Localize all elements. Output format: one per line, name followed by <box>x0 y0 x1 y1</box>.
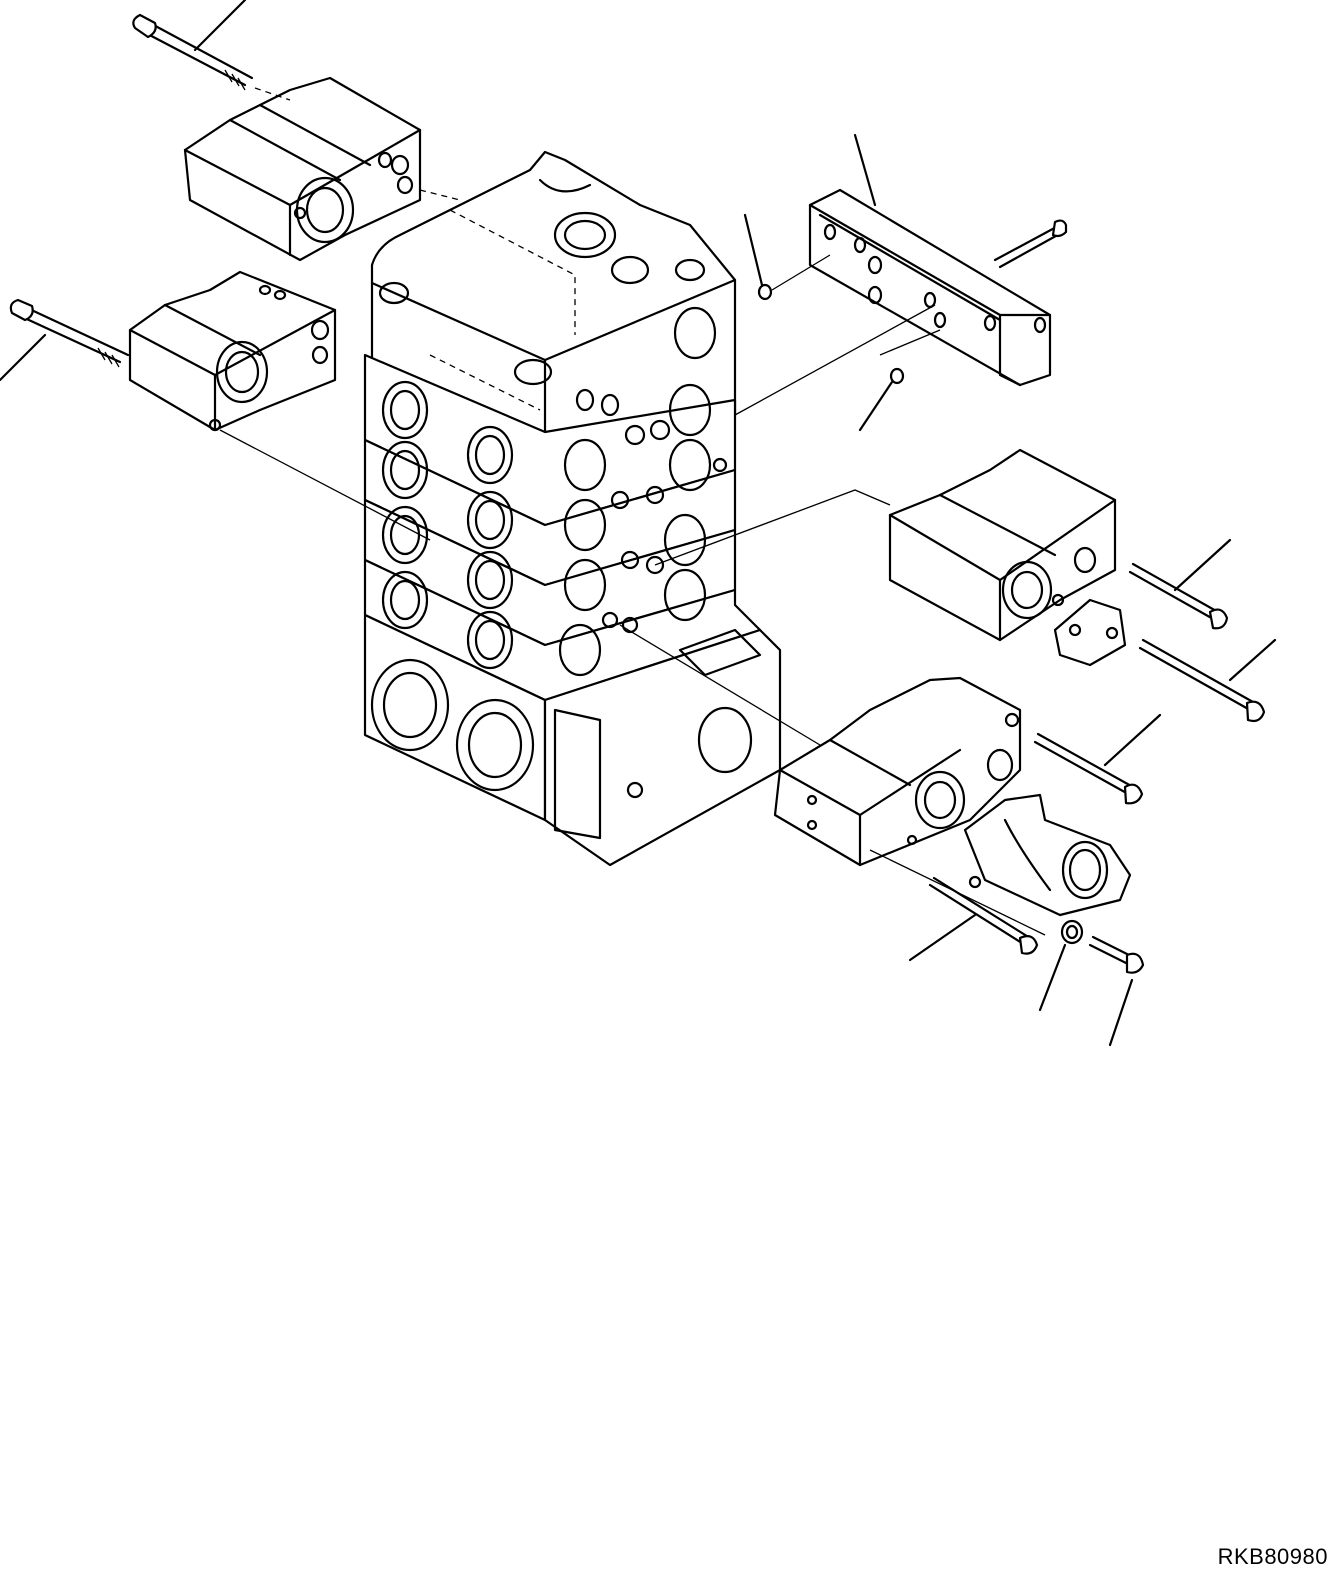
o-ring-upper <box>743 213 831 301</box>
o-ring-lower <box>858 329 941 432</box>
assembly-line-cover-plate <box>734 304 936 416</box>
bolt-lower-center <box>928 876 1039 955</box>
bolt-left <box>9 298 130 368</box>
spool-cap-lower-right <box>773 676 1022 867</box>
spool-cap-right <box>888 448 1117 642</box>
assembly-line-solenoid <box>869 849 1046 936</box>
spool-cap-left <box>128 270 337 432</box>
leader-line-lower-center-bolt <box>908 913 977 962</box>
solenoid-valve <box>963 793 1132 917</box>
plug-plate <box>1053 598 1127 667</box>
assembly-line-lower-right-cap <box>619 624 821 746</box>
leader-line-upper-left-bolt <box>193 0 247 52</box>
bolt-cover-plate <box>993 219 1068 269</box>
leader-line-lower-right-bolt <box>1103 713 1162 767</box>
drawing-code: RKB80980 <box>1217 1544 1328 1569</box>
leader-line-left-bolt <box>0 333 47 382</box>
leader-line-cover-plate <box>853 133 877 207</box>
end-cover-plate <box>808 188 1052 387</box>
assembly-line-left <box>219 429 431 541</box>
assembly-line-right-cap <box>654 489 891 566</box>
bolt-right-upper <box>1128 562 1229 630</box>
bolt-solenoid <box>1088 935 1145 1047</box>
washer <box>1038 919 1084 1012</box>
leader-line-right-lower-bolt <box>1228 638 1277 682</box>
bolt-lower-right-upper <box>1033 732 1144 805</box>
spool-cap-upper-left <box>183 76 422 262</box>
control-valve-body <box>363 150 782 867</box>
bolt-upper-left <box>132 13 461 201</box>
leader-line-right-upper-bolt <box>1173 538 1232 592</box>
bolt-right-lower <box>1138 638 1266 723</box>
